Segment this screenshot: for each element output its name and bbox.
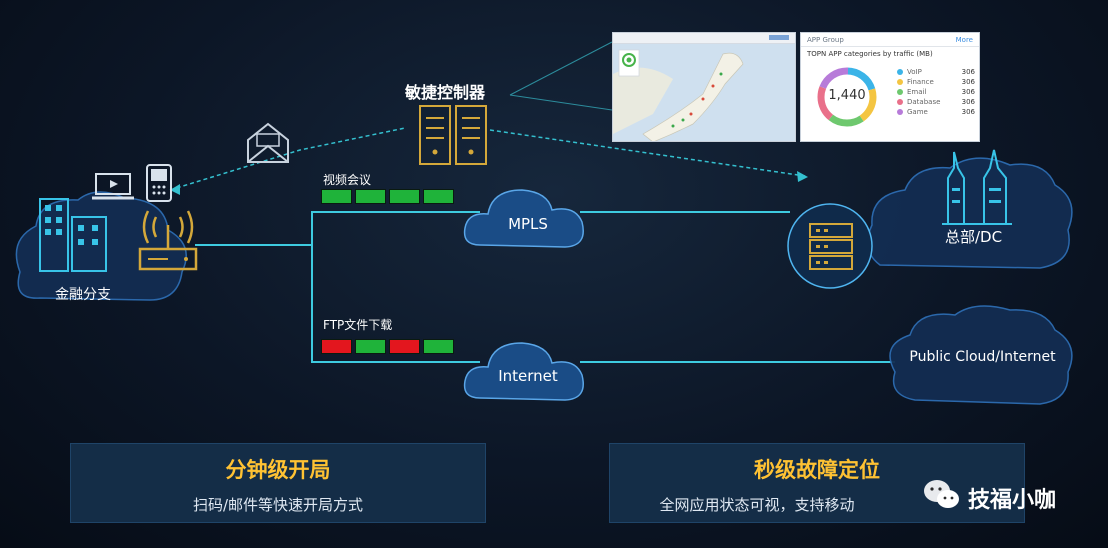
branch-building-icon (39, 198, 107, 272)
legend-value: 306 (961, 88, 975, 96)
flow-segment-red (389, 339, 420, 354)
legend-name: Email (907, 88, 927, 96)
router-icon (138, 210, 198, 271)
hq-label: 总部/DC (945, 228, 1003, 246)
video-flow-label: 视频会议 (323, 173, 372, 187)
flow-segment-green (355, 339, 386, 354)
flow-segment-red (321, 339, 352, 354)
flow-segment-green (321, 189, 352, 204)
envelope-icon (247, 122, 289, 163)
phone-icon (146, 164, 172, 202)
legend-item: VoIP 306 (897, 67, 975, 77)
legend-swatch (897, 109, 903, 115)
branch-label: 金融分支 (55, 287, 111, 303)
legend-swatch (897, 79, 903, 85)
app-card-title: APP Group (807, 35, 844, 44)
controller-label: 敏捷控制器 (405, 83, 486, 102)
panel-fault-locate-desc: 全网应用状态可视，支持移动 (659, 496, 855, 514)
panel-quick-deploy-desc: 扫码/邮件等快速开局方式 (192, 496, 364, 514)
panel-quick-deploy: 分钟级开局 扫码/邮件等快速开局方式 (70, 443, 486, 523)
video-flow-bar (321, 189, 454, 204)
legend-value: 306 (961, 98, 975, 106)
app-card-subtitle: TOPN APP categories by traffic (MB) (807, 50, 933, 58)
app-donut-total: 1,440 (828, 88, 866, 103)
app-group-card: APP Group More TOPN APP categories by tr… (800, 32, 980, 142)
legend-swatch (897, 89, 903, 95)
ftp-flow-label: FTP文件下载 (323, 318, 393, 332)
legend-value: 306 (961, 78, 975, 86)
wechat-icon (924, 480, 959, 508)
legend-name: Database (907, 98, 941, 106)
controller-server-icon (419, 105, 487, 165)
panel-fault-locate: 秒级故障定位 全网应用状态可视，支持移动 (609, 443, 1025, 523)
legend-value: 306 (961, 108, 975, 116)
flow-segment-green (355, 189, 386, 204)
legend-item: Game 306 (897, 107, 975, 117)
flow-segment-green (423, 339, 454, 354)
hq-server-icon (809, 223, 853, 270)
app-donut-chart (817, 67, 877, 127)
panel-quick-deploy-title: 分钟级开局 (225, 458, 331, 482)
legend-name: Game (907, 108, 928, 116)
legend-swatch (897, 69, 903, 75)
mpls-cloud-label: MPLS (508, 215, 548, 233)
legend-item: Email 306 (897, 87, 975, 97)
public-cloud-label: Public Cloud/Internet (909, 349, 1056, 365)
legend-item: Finance 306 (897, 77, 975, 87)
flow-segment-green (423, 189, 454, 204)
legend-value: 306 (961, 68, 975, 76)
app-card-more-link[interactable]: More (955, 35, 973, 44)
legend-item: Database 306 (897, 97, 975, 107)
map-dashboard-card (612, 32, 796, 142)
legend-name: Finance (907, 78, 934, 86)
internet-cloud-label: Internet (498, 367, 558, 385)
legend-name: VoIP (907, 68, 922, 76)
ftp-flow-bar (321, 339, 454, 354)
flow-segment-green (389, 189, 420, 204)
panel-fault-locate-title: 秒级故障定位 (754, 458, 880, 482)
legend-swatch (897, 99, 903, 105)
watermark-text: 技福小咖 (968, 488, 1057, 513)
japan-map (613, 44, 795, 141)
hq-towers-icon (942, 149, 1012, 225)
laptop-icon (92, 173, 134, 200)
